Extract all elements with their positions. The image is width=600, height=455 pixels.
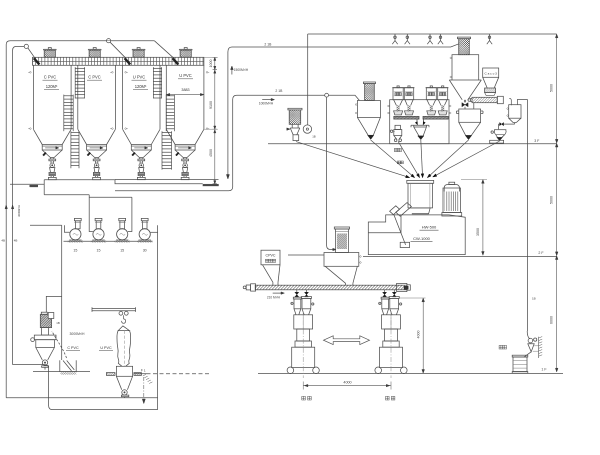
- svg-text:C a c o 3: C a c o 3: [485, 72, 498, 76]
- svg-text:4000: 4000: [343, 380, 351, 384]
- svg-text:1500M³/H: 1500M³/H: [234, 68, 249, 72]
- svg-text:CPVC: CPVC: [266, 253, 276, 257]
- svg-text:15: 15: [120, 249, 124, 253]
- svg-text:3883: 3883: [181, 88, 189, 92]
- svg-text:3500: 3500: [476, 228, 480, 236]
- svg-text:15: 15: [97, 249, 101, 253]
- svg-text:U PVC: U PVC: [179, 73, 192, 78]
- svg-text:5000: 5000: [549, 196, 553, 204]
- svg-text:1B: 1B: [312, 134, 316, 138]
- svg-text:4B: 4B: [1, 239, 5, 243]
- svg-text:2 1B: 2 1B: [264, 43, 272, 47]
- svg-text:C PVC: C PVC: [67, 346, 79, 350]
- svg-text:3000M³/H: 3000M³/H: [17, 205, 21, 217]
- svg-text:5000: 5000: [549, 84, 553, 92]
- svg-text:1000M³/H: 1000M³/H: [259, 102, 274, 106]
- svg-text:HW-500: HW-500: [422, 225, 437, 230]
- svg-text:2 F: 2 F: [538, 251, 544, 255]
- svg-text:9100: 9100: [209, 101, 213, 109]
- svg-text:1B: 1B: [56, 321, 60, 325]
- svg-text:6000: 6000: [549, 316, 553, 324]
- svg-text:1B: 1B: [532, 296, 536, 300]
- svg-text:1000: 1000: [209, 60, 213, 68]
- svg-text:F L: F L: [141, 368, 146, 372]
- svg-text:4B: 4B: [14, 239, 18, 243]
- svg-text:210 M³/H: 210 M³/H: [267, 296, 281, 300]
- svg-text:3000M³/H: 3000M³/H: [70, 332, 85, 336]
- svg-text:CW-1000: CW-1000: [413, 236, 431, 241]
- svg-text:1 F: 1 F: [541, 367, 547, 371]
- svg-text:C PVC: C PVC: [88, 75, 101, 80]
- svg-text:U PVC: U PVC: [133, 75, 146, 80]
- svg-text:C PVC: C PVC: [44, 75, 57, 80]
- svg-text:4000: 4000: [416, 331, 420, 339]
- svg-text:15: 15: [73, 249, 77, 253]
- svg-text:30: 30: [143, 249, 147, 253]
- svg-text:120M³: 120M³: [46, 84, 58, 89]
- svg-text:3 F: 3 F: [534, 139, 540, 143]
- svg-text:U PVC: U PVC: [100, 346, 112, 350]
- svg-text:2 1B: 2 1B: [275, 89, 283, 93]
- svg-text:4500: 4500: [209, 149, 213, 157]
- svg-text:120M³: 120M³: [135, 84, 147, 89]
